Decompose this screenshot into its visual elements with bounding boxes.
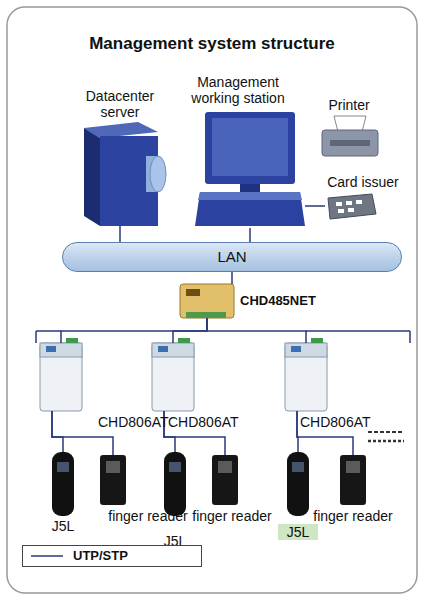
- finger-reader-sensor: [218, 461, 232, 473]
- finger-reader-sensor: [346, 461, 360, 473]
- j5l-reader-body: [164, 452, 186, 516]
- device-label: finger reader: [98, 508, 198, 524]
- controller-node: CHD806AT: [285, 343, 327, 411]
- device-label: CHD806AT: [98, 414, 178, 430]
- monitor-neck: [240, 184, 260, 192]
- outer-frame: [7, 7, 417, 593]
- converter-node: CHD485NET: [180, 284, 234, 318]
- card-issuer-key: [338, 209, 344, 213]
- controller-band: [285, 343, 327, 357]
- legend-box: UTP/STP: [22, 545, 202, 567]
- j5l-reader-node: J5L: [52, 452, 74, 516]
- controller-node: CHD806AT: [152, 343, 194, 411]
- controller-terminal: [178, 338, 190, 343]
- card-issuer-key: [346, 201, 352, 205]
- j5l-reader-body: [52, 452, 74, 516]
- workstation-node: Management working station: [195, 110, 305, 228]
- device-label: CHD806AT: [300, 414, 380, 430]
- server-node: Datacenter server: [78, 124, 162, 226]
- controller-body: [40, 343, 82, 411]
- j5l-reader-screen: [292, 462, 304, 472]
- cable-connector: [249, 228, 251, 242]
- cable-connector: [231, 272, 233, 284]
- continuation-dashes: [368, 431, 404, 433]
- bus-extension: [306, 330, 410, 332]
- computer-base: [195, 192, 305, 226]
- cable-connector: [207, 318, 306, 343]
- cable-connector: [173, 318, 207, 343]
- controller-icon: [152, 338, 194, 411]
- controller-terminal: [311, 338, 323, 343]
- converter-logo: [186, 289, 200, 296]
- j5l-reader-node: J5L: [164, 452, 186, 516]
- cable-connector: [119, 226, 121, 242]
- controller-icon: [40, 338, 82, 411]
- legend-text: UTP/STP: [73, 548, 128, 564]
- cable-connector: [61, 318, 207, 343]
- device-label: Card issuer: [318, 174, 408, 190]
- card-issuer-node: Card issuer: [325, 192, 377, 220]
- device-label: finger reader: [303, 508, 403, 524]
- continuation-dashes: [368, 440, 404, 443]
- legend-line-sample: [31, 555, 63, 557]
- j5l-reader-body: [287, 452, 309, 516]
- j5l-reader-screen: [57, 462, 69, 472]
- server-drive-cap: [150, 156, 166, 192]
- controller-terminal: [66, 338, 78, 343]
- monitor-screen: [212, 118, 288, 176]
- device-label: J5L: [278, 524, 318, 540]
- device-label: Printer: [314, 97, 384, 113]
- finger-reader-node: finger reader: [212, 455, 238, 505]
- printer-slot: [330, 140, 370, 146]
- band-label: LAN: [63, 243, 401, 271]
- controller-body: [152, 343, 194, 411]
- controller-logo: [158, 346, 168, 352]
- lan-band: LAN: [62, 242, 402, 272]
- server-side: [84, 128, 100, 226]
- card-issuer-key: [348, 208, 354, 212]
- legend-item: UTP/STP: [23, 546, 201, 566]
- monitor-frame: [205, 112, 295, 184]
- device-label: finger reader: [182, 508, 282, 524]
- controller-logo: [46, 346, 56, 352]
- controller-logo: [291, 346, 301, 352]
- device-label: Management working station: [177, 74, 299, 106]
- card-issuer-body: [328, 194, 376, 219]
- controller-node: CHD806AT: [40, 343, 82, 411]
- card-issuer-key: [356, 200, 362, 204]
- legend-swatch: [29, 546, 65, 566]
- printer-body: [322, 130, 378, 156]
- server-front: [100, 136, 158, 226]
- card-issuer-key: [336, 202, 342, 206]
- controller-band: [40, 343, 82, 357]
- diagram-title: Management system structure: [0, 34, 424, 54]
- device-label: J5L: [43, 518, 83, 534]
- bus-extension: [36, 330, 61, 332]
- device-label: CHD485NET: [240, 293, 330, 309]
- finger-reader-body: [340, 455, 366, 505]
- finger-reader-body: [100, 455, 126, 505]
- finger-reader-node: finger reader: [100, 455, 126, 505]
- bus-extension: [409, 331, 411, 343]
- controller-icon: [285, 338, 327, 411]
- bus-extension: [35, 331, 37, 343]
- device-label: Datacenter server: [70, 88, 170, 120]
- converter-body: [180, 284, 234, 318]
- j5l-reader-node: J5L: [287, 452, 309, 516]
- device-label: CHD806AT: [168, 414, 248, 430]
- controller-band: [152, 343, 194, 357]
- controller-body: [285, 343, 327, 411]
- converter-terminal: [186, 312, 226, 318]
- device-label: J5L: [155, 533, 195, 549]
- computer-base-top: [198, 192, 302, 200]
- finger-reader-node: finger reader: [340, 455, 366, 505]
- finger-reader-body: [212, 455, 238, 505]
- cable-connector: [305, 205, 325, 207]
- printer-node: Printer: [318, 115, 380, 160]
- j5l-reader-screen: [169, 462, 181, 472]
- cable-connector: [52, 411, 63, 452]
- finger-reader-sensor: [106, 461, 120, 473]
